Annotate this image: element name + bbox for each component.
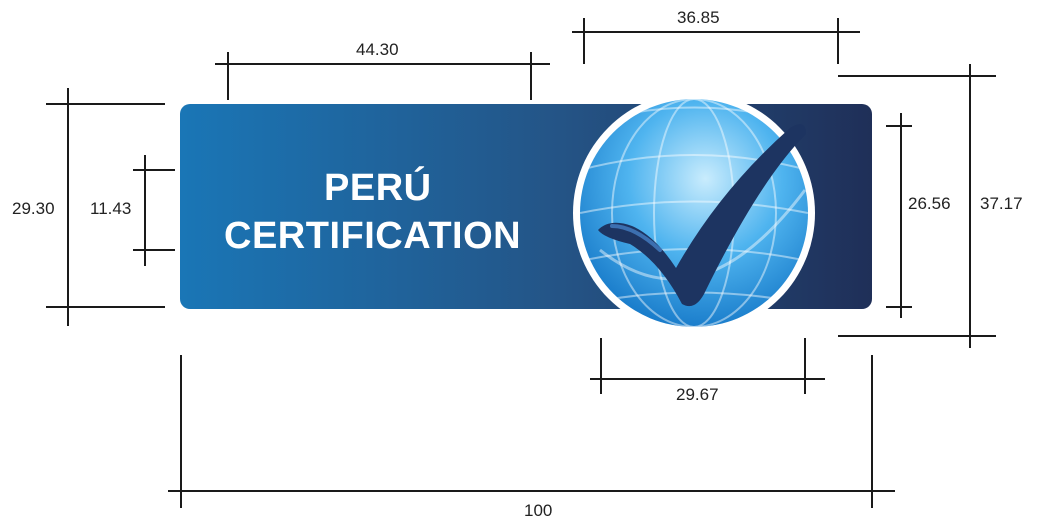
dim-label-text-height: 11.43	[90, 199, 132, 218]
globe-icon	[573, 92, 815, 334]
dim-label-inner-height: 26.56	[908, 194, 951, 213]
logo-title-line1: PERÚ	[324, 167, 432, 209]
dim-label-globe-bottom: 29.67	[676, 385, 719, 404]
logo-title-line2: CERTIFICATION	[224, 215, 522, 257]
dim-label-globe-height: 37.17	[980, 194, 1023, 213]
dimension-lines	[46, 18, 996, 508]
dim-label-text-width: 44.30	[356, 40, 399, 59]
dim-label-globe-span: 36.85	[677, 8, 720, 27]
check-icon	[598, 124, 806, 307]
dim-label-bar-height: 29.30	[12, 199, 55, 218]
dim-label-total-width: 100	[524, 501, 553, 520]
